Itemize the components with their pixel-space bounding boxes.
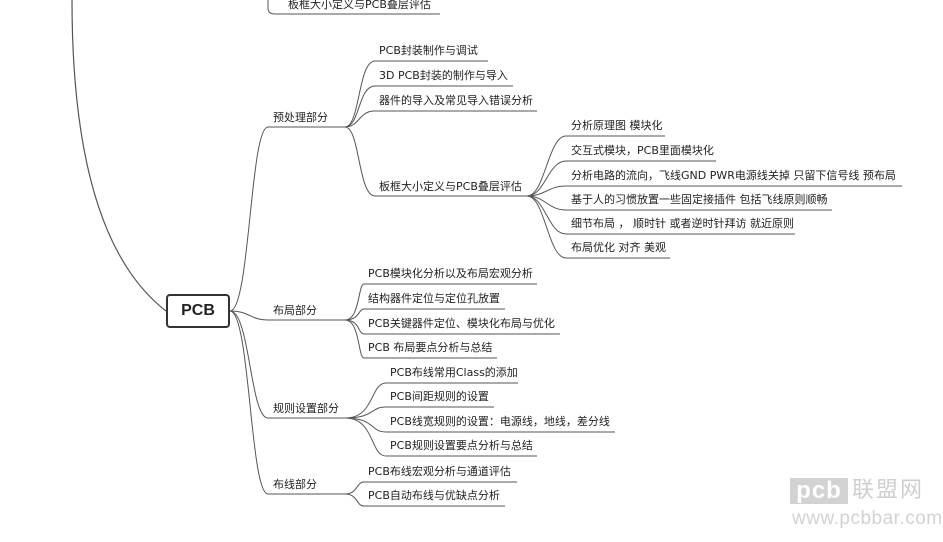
node-signal-flow[interactable]: 分析电路的流向，飞线GND PWR电源线关掉 只留下信号线 预布局 bbox=[571, 169, 896, 182]
watermark-logo: pcb 联盟网 www.pcbbar.com bbox=[790, 478, 943, 538]
node-rules-summary[interactable]: PCB规则设置要点分析与总结 bbox=[390, 439, 533, 452]
node-detail-layout[interactable]: 细节布局 ， 顺时针 或者逆时针拜访 就近原则 bbox=[571, 217, 794, 230]
branch-preprocess[interactable]: 预处理部分 bbox=[273, 111, 328, 124]
branch-routing[interactable]: 布线部分 bbox=[273, 478, 317, 491]
node-routing-channel[interactable]: PCB布线宏观分析与通道评估 bbox=[368, 465, 511, 478]
node-key-components[interactable]: PCB关键器件定位、模块化布局与优化 bbox=[368, 317, 555, 330]
node-interactive-module[interactable]: 交互式模块，PCB里面模块化 bbox=[571, 144, 714, 157]
watermark-url: www.pcbbar.com bbox=[792, 508, 943, 529]
node-layout-summary[interactable]: PCB 布局要点分析与总结 bbox=[368, 341, 493, 354]
node-clearance-rules[interactable]: PCB间距规则的设置 bbox=[390, 390, 489, 403]
watermark-pcb: pcb bbox=[790, 478, 848, 504]
node-autorouting[interactable]: PCB自动布线与优缺点分析 bbox=[368, 489, 500, 502]
node-width-rules[interactable]: PCB线宽规则的设置：电源线，地线，差分线 bbox=[390, 415, 610, 428]
branch-rules[interactable]: 规则设置部分 bbox=[273, 402, 339, 415]
node-layout-optimize[interactable]: 布局优化 对齐 美观 bbox=[571, 241, 666, 254]
node-class-rules[interactable]: PCB布线常用Class的添加 bbox=[390, 366, 518, 379]
node-board-outline[interactable]: 板框大小定义与PCB叠层评估 bbox=[379, 180, 522, 193]
node-board-outline-partial[interactable]: 板框大小定义与PCB叠层评估 bbox=[288, 0, 431, 11]
node-fixed-connectors[interactable]: 基于人的习惯放置一些固定接插件 包括飞线原则顺畅 bbox=[571, 193, 828, 206]
node-footprint[interactable]: PCB封装制作与调试 bbox=[379, 44, 478, 57]
node-mounting-holes[interactable]: 结构器件定位与定位孔放置 bbox=[368, 292, 500, 305]
branch-layout[interactable]: 布局部分 bbox=[273, 304, 317, 317]
node-3d-footprint[interactable]: 3D PCB封装的制作与导入 bbox=[379, 69, 508, 82]
watermark-name: 联盟网 bbox=[852, 478, 925, 503]
node-modular-analysis[interactable]: PCB模块化分析以及布局宏观分析 bbox=[368, 267, 533, 280]
node-import-errors[interactable]: 器件的导入及常见导入错误分析 bbox=[379, 94, 533, 107]
central-node[interactable]: PCB bbox=[166, 294, 230, 328]
node-schematic-modular[interactable]: 分析原理图 模块化 bbox=[571, 119, 663, 132]
